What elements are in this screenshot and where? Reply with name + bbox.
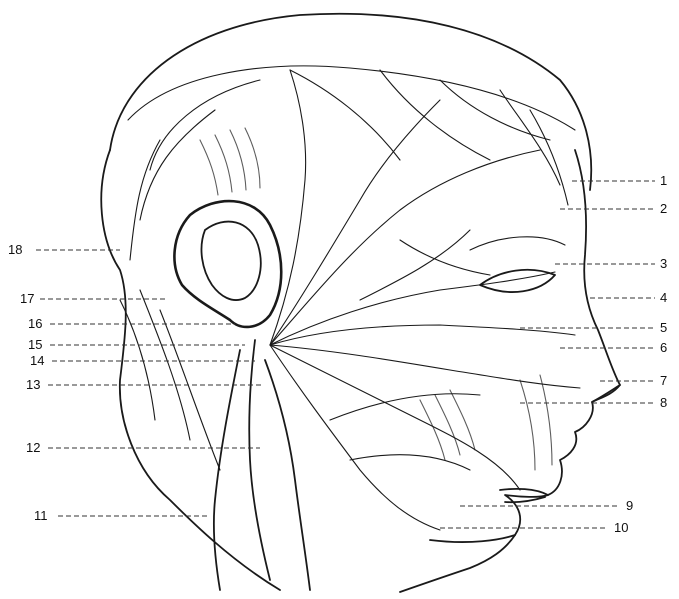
eye: [480, 270, 555, 292]
label-17: 17: [20, 292, 34, 306]
label-18: 18: [8, 243, 22, 257]
label-11: 11: [34, 509, 48, 523]
label-1: 1: [660, 174, 667, 188]
label-7: 7: [660, 374, 667, 388]
nose: [592, 385, 620, 402]
label-4: 4: [660, 291, 667, 305]
label-10: 10: [614, 521, 628, 535]
label-14: 14: [30, 354, 44, 368]
leader-lines-right: [440, 181, 655, 528]
label-6: 6: [660, 341, 667, 355]
label-2: 2: [660, 202, 667, 216]
label-12: 12: [26, 441, 40, 455]
label-9: 9: [626, 499, 633, 513]
label-16: 16: [28, 317, 42, 331]
ear-inner: [201, 222, 260, 300]
label-3: 3: [660, 257, 667, 271]
chin: [430, 535, 515, 542]
face-profile: [400, 150, 620, 592]
scalp-line: [128, 66, 575, 130]
muscle-hatching: [200, 128, 552, 470]
brow: [470, 237, 565, 250]
label-8: 8: [660, 396, 667, 410]
label-15: 15: [28, 338, 42, 352]
label-13: 13: [26, 378, 40, 392]
ear-outer: [174, 201, 281, 327]
skull-cap-outline: [110, 14, 591, 190]
label-5: 5: [660, 321, 667, 335]
scalp-nerve-branches: [120, 70, 568, 470]
